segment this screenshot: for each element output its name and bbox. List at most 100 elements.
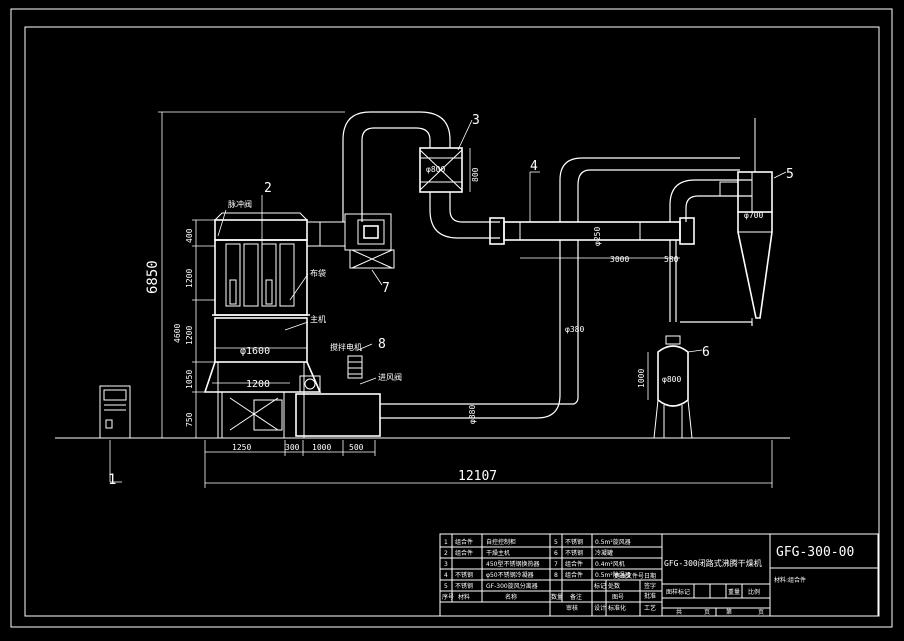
- callout-1: 1: [108, 472, 116, 488]
- tb-sign-b2: 审核: [566, 604, 578, 612]
- tb-row2-no2: 6: [554, 550, 558, 557]
- tb-sheet-no-unit: 页: [758, 609, 764, 616]
- tb-row3-mat2: 组合件: [565, 560, 583, 568]
- tb-row3-name2: 0.4m²风机: [595, 560, 625, 568]
- dim-dia-700: φ700: [744, 211, 763, 220]
- tb-stage-scale: 比例: [748, 588, 760, 596]
- dim-h-800: 800: [471, 167, 480, 182]
- dim-base-300: 300: [285, 443, 300, 452]
- tb-row3-no2: 7: [554, 561, 558, 568]
- tb-hdr-mat: 材料: [458, 593, 470, 601]
- tb-row3-no: 3: [444, 561, 448, 568]
- callout-6: 6: [702, 345, 710, 360]
- label-main-unit: 主机: [310, 314, 326, 324]
- tb-drawing-no: GFG-300-00: [776, 545, 854, 560]
- tb-material: 材料:组合件: [774, 576, 806, 584]
- tb-row5-name: GF-300旋风分离器: [486, 582, 538, 590]
- callout-8: 8: [378, 337, 386, 352]
- tb-sign-a3: 签字: [644, 582, 656, 590]
- label-stirring-motor: 搅拌电机: [330, 342, 362, 352]
- tb-hdr-qty: 数量: [551, 593, 563, 601]
- tb-row2-mat: 组合件: [455, 549, 473, 557]
- dim-4600: 4600: [173, 324, 182, 343]
- label-inlet-valve: 进风阀: [378, 373, 402, 382]
- tb-sign-a0: 标记: [594, 582, 606, 590]
- tb-row5-mat: 不锈钢: [455, 582, 473, 590]
- callout-5: 5: [786, 167, 794, 182]
- tb-row3-name: 450型不锈钢换热器: [486, 560, 539, 568]
- title-block: [439, 533, 879, 617]
- pipeline: [342, 111, 752, 419]
- dim-len-1200: 1200: [246, 379, 270, 390]
- tb-row2-name: 干燥主机: [486, 549, 510, 557]
- dim-dia-800: φ800: [426, 165, 445, 174]
- dryer-main-unit: [203, 212, 346, 439]
- tb-row4-mat2: 组合件: [565, 571, 583, 579]
- tb-sheet-no: 第: [726, 608, 732, 616]
- callout-4: 4: [530, 159, 538, 174]
- outer-frame: [10, 8, 893, 628]
- callout-7: 7: [382, 281, 390, 296]
- tb-stage-weight: 重量: [728, 588, 740, 596]
- dim-base-1000: 1000: [312, 443, 331, 452]
- tb-row5-no: 5: [444, 583, 448, 590]
- dim-dia-380-a: φ380: [565, 325, 584, 334]
- tb-hdr-no: 序号: [442, 593, 454, 601]
- tb-sign-a2: 更改文件号: [614, 572, 644, 580]
- dim-base-500: 500: [349, 443, 364, 452]
- dim-overall-length: 12107: [458, 469, 497, 484]
- callout-3: 3: [472, 113, 480, 128]
- dim-dia-800-tank: φ800: [662, 375, 681, 384]
- tb-row4-name2: 0.5m²除湿器: [595, 571, 631, 579]
- dim-len-3000: 3000: [610, 255, 629, 264]
- tb-row1-name2: 0.5m²旋风器: [595, 538, 631, 546]
- dehumidifier: [295, 355, 381, 437]
- vertical-dimensions: [158, 111, 345, 438]
- callout-2: 2: [264, 181, 272, 196]
- tb-sign-a4: 日期: [644, 572, 656, 580]
- label-filter-bag: 布袋: [310, 268, 326, 278]
- tb-row1-no2: 5: [554, 539, 558, 546]
- tb-row2-no: 2: [444, 550, 448, 557]
- dim-dia-250: φ250: [593, 227, 602, 246]
- tb-row1-mat2: 不锈钢: [565, 538, 583, 546]
- tb-row2-mat2: 不锈钢: [565, 549, 583, 557]
- dim-1200-b: 1200: [185, 326, 194, 345]
- blower-fan: [344, 213, 395, 269]
- tb-title: GFG-300闭路式沸腾干燥机: [664, 558, 762, 568]
- tb-hdr-note: 备注: [570, 593, 582, 601]
- tb-row1-name: 自控控制柜: [486, 538, 516, 546]
- cyclone-separator: [680, 118, 773, 326]
- dim-400: 400: [185, 228, 194, 243]
- control-cabinet: [99, 385, 131, 439]
- tb-row4-mat: 不锈钢: [455, 571, 473, 579]
- tb-stage-mark: 图样标记: [666, 588, 690, 596]
- tb-sheet-total-unit: 页: [704, 609, 710, 616]
- dim-750: 750: [185, 412, 194, 427]
- dim-dia-1600: φ1600: [240, 346, 270, 357]
- tb-row4-no: 4: [444, 572, 448, 579]
- tb-row2-name2: 冷凝罐: [595, 549, 613, 557]
- dim-h-1000: 1000: [637, 369, 646, 388]
- tb-sign-b4: 批准: [644, 592, 656, 600]
- tb-sign-b0: 设计: [594, 604, 606, 612]
- tb-sign-b1: 标准化: [608, 604, 626, 612]
- tb-sign-a1: 处数: [608, 582, 620, 590]
- tb-row1-no: 1: [444, 539, 448, 546]
- dim-base-1250: 1250: [232, 443, 251, 452]
- label-pulse-valve: 脉冲阀: [228, 199, 252, 209]
- tb-sheet-total: 共: [676, 608, 682, 616]
- tb-sign-b3: 工艺: [644, 604, 656, 612]
- condensate-tank: [653, 335, 693, 439]
- dim-len-580: 580: [664, 255, 679, 264]
- tb-row4-no2: 8: [554, 572, 558, 579]
- dim-1050: 1050: [185, 370, 194, 389]
- dim-1200-a: 1200: [185, 269, 194, 288]
- tb-hdr-dwg: 图号: [612, 594, 624, 601]
- tb-hdr-name: 名称: [505, 593, 517, 601]
- dim-overall-height: 6850: [145, 260, 161, 294]
- base-dimensions: [204, 440, 773, 488]
- tb-row1-mat: 组合件: [455, 538, 473, 546]
- tb-row4-name: φ50不锈钢冷凝器: [486, 571, 534, 579]
